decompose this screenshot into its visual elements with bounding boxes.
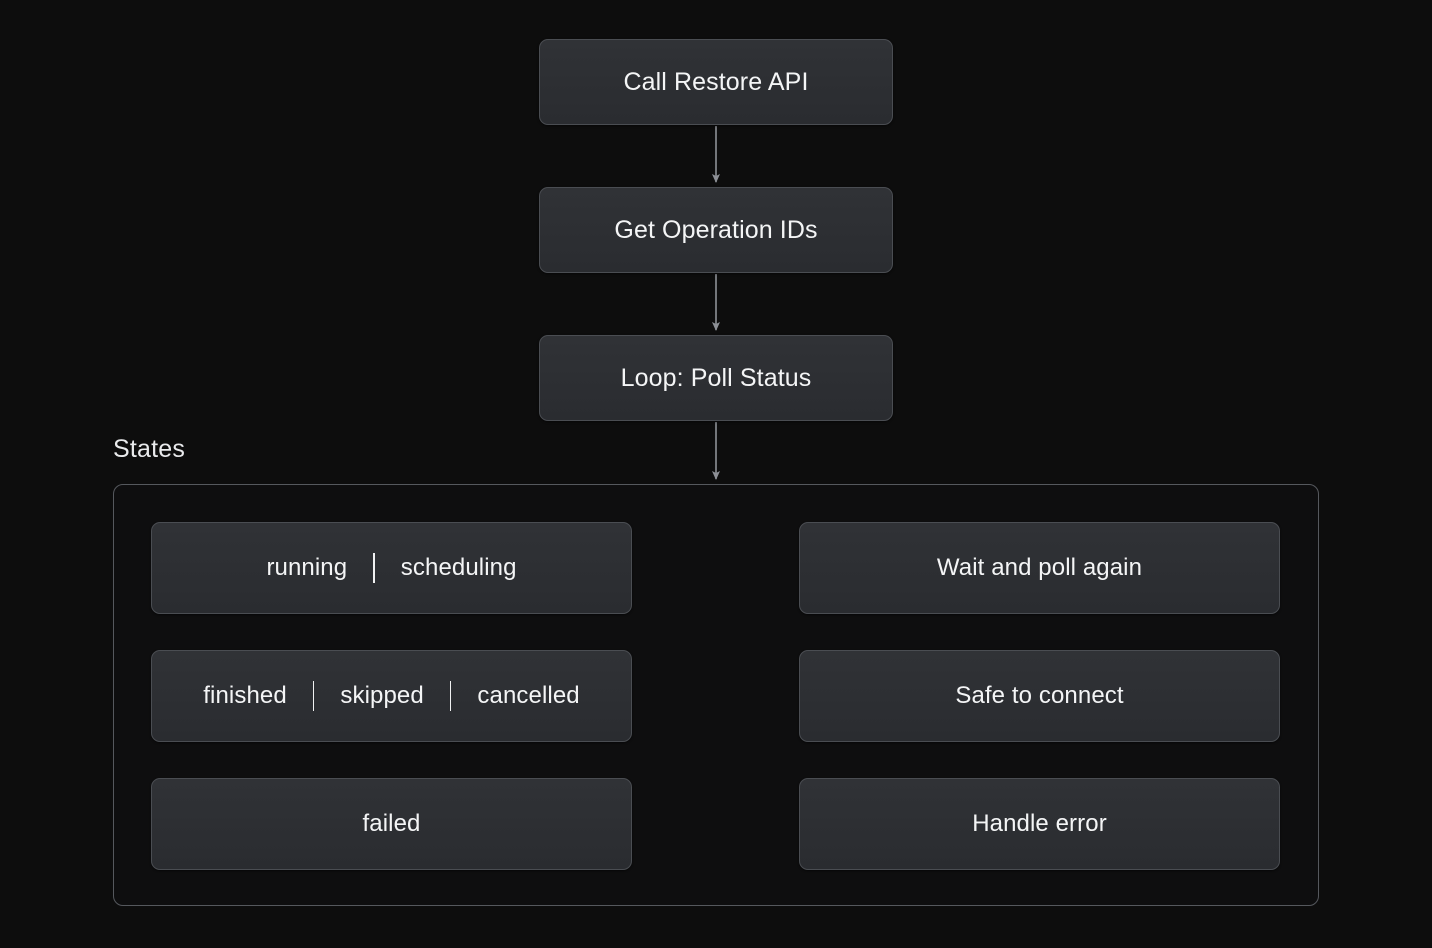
- node-loop-poll-status[interactable]: Loop: Poll Status: [539, 335, 893, 421]
- state-token: skipped: [340, 682, 424, 709]
- state-token-group: finished skipped cancelled: [203, 681, 580, 711]
- node-state-running-scheduling[interactable]: running scheduling: [151, 522, 632, 614]
- node-call-restore-api-label: Call Restore API: [623, 67, 809, 96]
- node-call-restore-api[interactable]: Call Restore API: [539, 39, 893, 125]
- state-token: finished: [203, 682, 287, 709]
- node-action-safe-to-connect[interactable]: Safe to connect: [799, 650, 1280, 742]
- state-separator: [373, 553, 375, 583]
- node-action-handle-error[interactable]: Handle error: [799, 778, 1280, 870]
- state-token: running: [266, 554, 348, 581]
- node-loop-poll-status-label: Loop: Poll Status: [620, 363, 812, 392]
- state-token: cancelled: [477, 682, 580, 709]
- node-action-wait-and-poll-again[interactable]: Wait and poll again: [799, 522, 1280, 614]
- state-token: failed: [362, 810, 421, 837]
- state-separator: [312, 681, 315, 711]
- state-token: scheduling: [400, 554, 517, 581]
- node-action-safe-to-connect-label: Safe to connect: [955, 682, 1124, 709]
- subgraph-states-title: States: [113, 435, 186, 463]
- node-get-operation-ids[interactable]: Get Operation IDs: [539, 187, 893, 273]
- state-token-group: running scheduling: [266, 553, 516, 583]
- node-action-wait-and-poll-again-label: Wait and poll again: [936, 554, 1143, 581]
- node-state-finished-skipped-cancelled[interactable]: finished skipped cancelled: [151, 650, 632, 742]
- state-separator: [449, 681, 452, 711]
- state-token-group: failed: [363, 810, 421, 838]
- node-get-operation-ids-label: Get Operation IDs: [614, 215, 818, 244]
- node-action-handle-error-label: Handle error: [972, 810, 1107, 837]
- node-state-failed[interactable]: failed: [151, 778, 632, 870]
